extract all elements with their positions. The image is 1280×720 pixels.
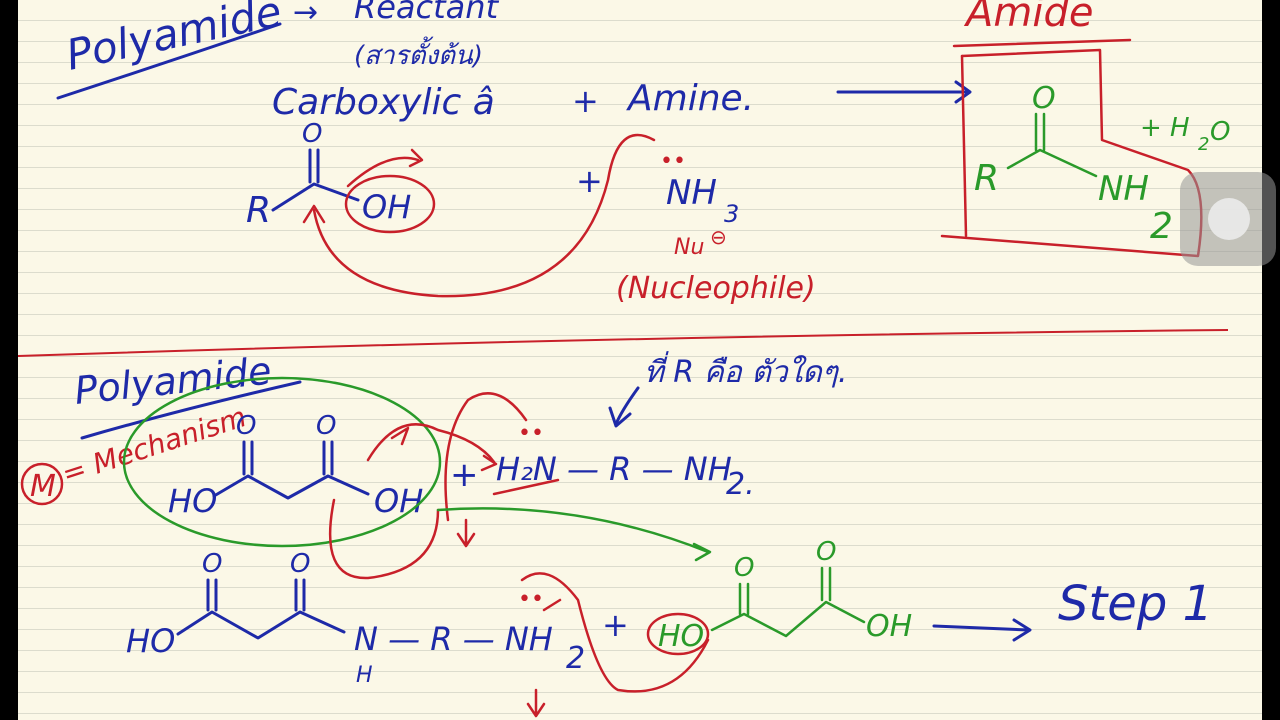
reaction-arrow-head [954, 80, 972, 104]
green-ho-circle [646, 612, 710, 656]
diacid-plus: + [450, 455, 479, 495]
assistive-button-dot[interactable] [1208, 198, 1250, 240]
prod-o1: O [202, 549, 222, 579]
red-mech-head-1 [390, 426, 410, 446]
green-oh: OH [866, 609, 912, 644]
top-heading: Polyamide [62, 0, 286, 80]
diacid-chain [212, 474, 370, 500]
notebook-page: Polyamide → Reactant (สารตั้งต้น) Carbox… [18, 0, 1262, 720]
m-circle [20, 462, 64, 506]
green-ho: HO [658, 619, 704, 654]
amide-box: Amide O R NH 2 + H 2 O [940, 0, 1230, 258]
step-arrow-head [1012, 618, 1032, 642]
nu-label: Nu [674, 235, 704, 260]
prod-chain [176, 610, 346, 640]
amide-double-bond [1034, 112, 1046, 152]
water-o: O [1210, 117, 1230, 147]
plus-sign: + [572, 82, 599, 120]
red-down-arrow-2 [526, 688, 546, 718]
green-arrow-head [692, 542, 712, 562]
prod-ho: HO [126, 622, 175, 660]
green-transfer-arrow [436, 507, 710, 554]
red-mech-head-2 [480, 454, 498, 472]
water-label: + H [1140, 113, 1190, 143]
carboxylic-acid-structure: O R OH [246, 119, 436, 234]
prod-h: H [356, 663, 373, 688]
acid-r: R [246, 190, 271, 231]
nh3-lone-pair: •• [660, 149, 686, 174]
nucleophile-attack-arrow [312, 133, 656, 298]
amide-r: R [974, 158, 999, 199]
diamine-formula: H₂N — R — NH [496, 450, 732, 488]
oh-circle [344, 174, 436, 234]
nu-minus: ⊖ [710, 225, 727, 249]
m-letter: M [30, 469, 56, 504]
attack-arrow-head [302, 204, 326, 224]
diamine-subscript: 2. [726, 467, 755, 502]
red-strike [492, 478, 560, 496]
prod-o2: O [290, 549, 310, 579]
amide-box-left [960, 54, 968, 238]
green-double-bonds [738, 566, 832, 616]
floating-assistive-button[interactable] [1180, 172, 1276, 266]
r-note-arrow-head [608, 406, 632, 428]
red-mech-arrow-1 [444, 392, 528, 522]
r-note: ที่ R คือ ตัวใดๆ. [644, 351, 847, 390]
amide-nh: NH [1098, 169, 1149, 209]
amide-nh-subscript: 2 [1150, 206, 1173, 247]
diacid-structure: O O HO OH [122, 376, 442, 548]
red-prod-arrow [520, 572, 710, 693]
green-o2: O [816, 537, 836, 567]
red-arrow-small-head [408, 148, 424, 168]
acid-carbonyl-o: O [302, 119, 322, 149]
prod-lone-pair: •• [518, 587, 544, 612]
top-section: Polyamide → Reactant (สารตั้งต้น) Carbox… [56, 0, 972, 123]
ammonia-structure: •• NH 3 Nu ⊖ (Nucleophile) [302, 133, 816, 306]
bottom-heading-underline [80, 380, 302, 440]
nh3-formula: NH [666, 173, 717, 213]
red-arrow-small [346, 156, 420, 188]
red-prod-arrow-tip [542, 598, 562, 612]
amide-title-underline [952, 38, 1132, 48]
red-mech-arrow-2 [366, 423, 496, 464]
amide-o: O [1032, 81, 1056, 116]
amide-bonds [1006, 148, 1098, 178]
prod-plus: + [602, 606, 629, 644]
red-down-arrow [456, 518, 476, 548]
diacid-green-circle [122, 376, 442, 548]
section-divider [18, 329, 1229, 357]
product-structure: O O HO N — R — NH 2 H •• + O O HO OH Ste… [126, 537, 1213, 718]
diacid-oh: OH [374, 482, 423, 520]
step-arrow [932, 624, 1030, 632]
reactant-label: Reactant [354, 0, 500, 26]
green-o1: O [734, 553, 754, 583]
reactant-thai-label: (สารตั้งต้น) [354, 36, 483, 71]
acid-oh: OH [362, 188, 411, 226]
red-mech-arrow-3 [328, 498, 440, 580]
heading-underline [56, 22, 282, 100]
carboxylic-label: Carboxylic â [272, 82, 495, 123]
handwritten-notes: Polyamide → Reactant (สารตั้งต้น) Carbox… [18, 0, 1230, 718]
bottom-section: Polyamide M = Mechanism ที่ R คือ ตัวใดๆ… [20, 349, 847, 580]
diacid-o2: O [316, 411, 336, 441]
nucleophile-label: (Nucleophile) [616, 271, 816, 306]
diacid-ho: HO [168, 482, 217, 520]
nh3-subscript: 3 [724, 200, 739, 228]
r-note-arrow [614, 386, 640, 426]
plus-sign-2: + [576, 162, 603, 200]
green-chain [710, 600, 866, 638]
diamine-lone-pair: •• [518, 421, 544, 446]
prod-double-bonds [206, 578, 306, 612]
diacid-o1: O [236, 411, 256, 441]
prod-n-chain: N — R — NH [354, 620, 553, 658]
prod-n-subscript: 2 [566, 641, 585, 676]
acid-bonds [271, 182, 360, 212]
step-label: Step 1 [1058, 576, 1213, 632]
amide-title: Amide [963, 0, 1093, 36]
amine-label: Amine. [626, 78, 754, 119]
water-subscript: 2 [1198, 134, 1209, 155]
acid-double-bond [308, 148, 320, 184]
top-arrow: → [293, 0, 318, 30]
diacid-double-bonds [242, 440, 334, 476]
